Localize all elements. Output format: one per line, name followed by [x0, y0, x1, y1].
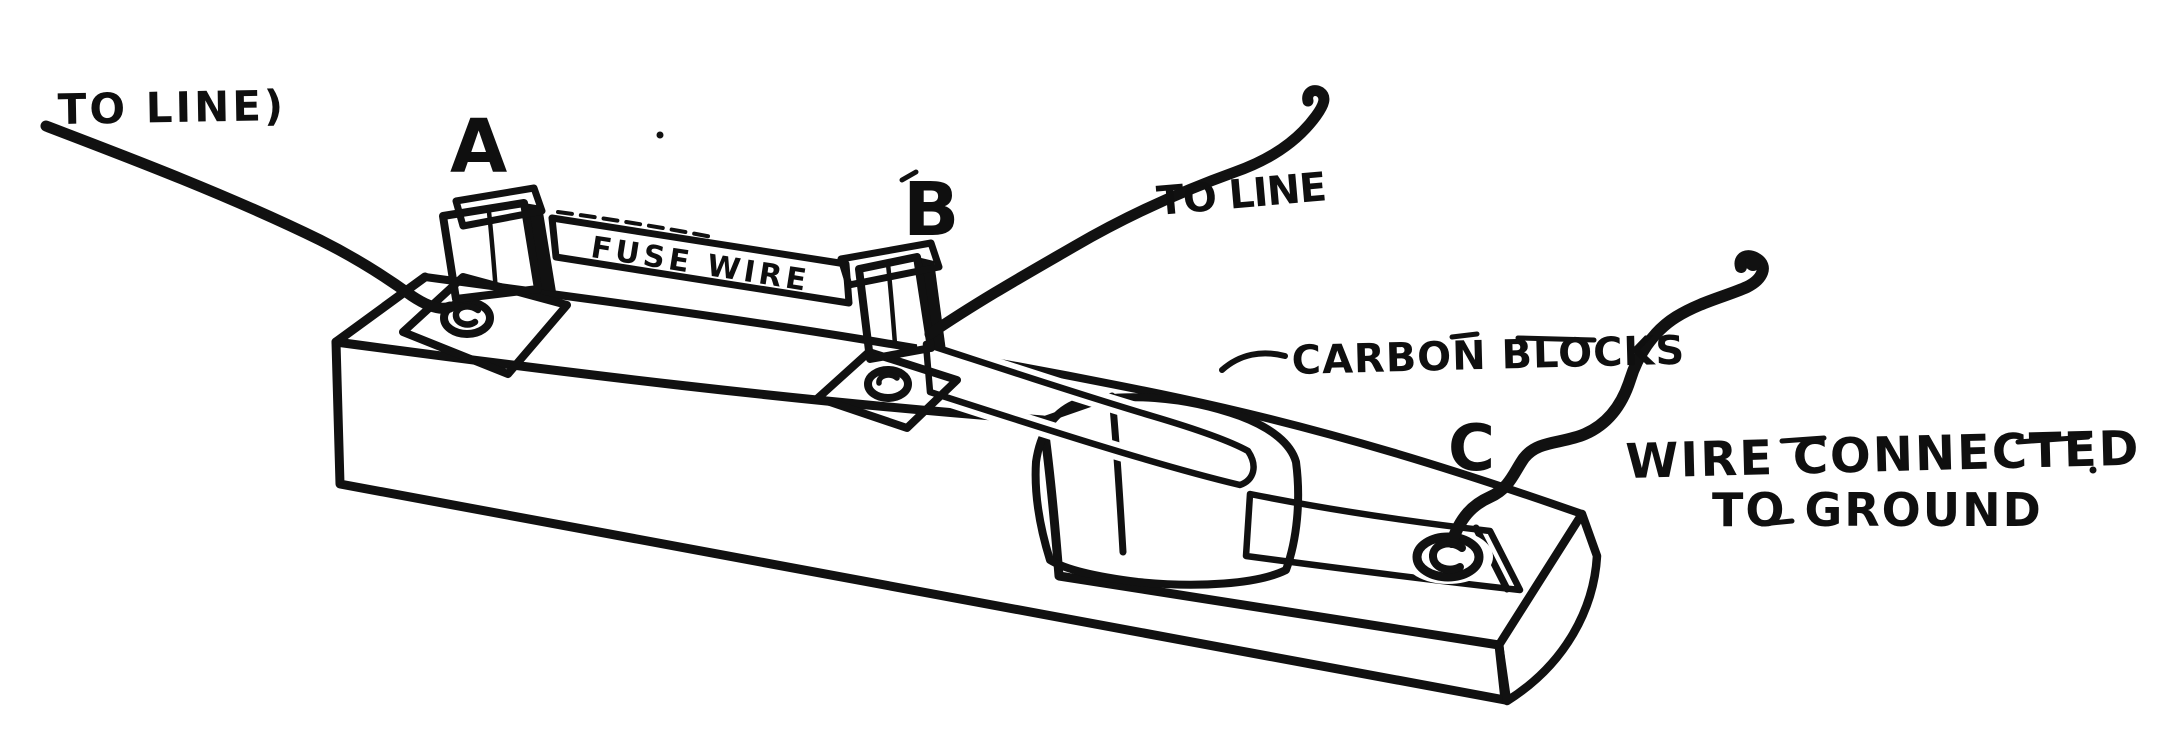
label-to-line-left: TO LINE)	[57, 81, 286, 134]
clip-a-dark-side	[524, 203, 556, 292]
labels: TO LINE) A B TO LINE CARBON BLOCKS C WIR…	[57, 81, 2141, 537]
clip-a-plate	[399, 273, 571, 378]
line-wire-left	[40, 120, 456, 314]
ink-dash-3	[1779, 435, 1827, 444]
fuse-clip-b	[814, 85, 1330, 432]
ink-dash-4	[2015, 434, 2091, 445]
screw-a	[440, 298, 494, 338]
base-front-face	[331, 337, 1510, 705]
strap-casing	[917, 335, 1263, 494]
label-carbon-blocks: CARBON BLOCKS	[1291, 328, 1686, 384]
fuse-clip-a	[40, 120, 571, 378]
base-left-top-edge	[331, 272, 430, 347]
ground-wire-group	[1446, 250, 1769, 548]
clip-a-upright	[439, 199, 542, 303]
strap-band	[922, 340, 1257, 489]
label-to-line-right: TO LINE	[1155, 164, 1328, 225]
base-back-edge	[421, 273, 1586, 518]
screw-b-head	[864, 366, 912, 402]
clip-b-fold-line	[885, 261, 898, 347]
carbon-highlight-2	[1233, 427, 1273, 455]
label-ground-note-line2: TO GROUND	[1712, 483, 2043, 537]
clip-b-upright	[855, 253, 935, 363]
ink-dash-5	[1759, 518, 1795, 527]
screw-a-slot	[452, 303, 482, 328]
label-post-a: A	[450, 104, 507, 190]
line-wire-right	[924, 85, 1330, 340]
ink-speck-2	[2089, 466, 2097, 474]
screw-a-head	[440, 298, 494, 338]
clip-b-strap	[917, 335, 1263, 494]
fuse-strip-band	[548, 214, 853, 307]
screw-b-slot	[876, 372, 900, 386]
ink-dash-2	[1515, 335, 1597, 343]
carbon-blocks-leader	[1219, 350, 1288, 373]
clip-a-top-tab	[452, 184, 546, 230]
ground-strap-band	[1242, 490, 1524, 594]
ink-tick-b	[899, 169, 919, 183]
fuse-strip-rough-line	[556, 210, 714, 239]
ink-dash-1	[1449, 331, 1480, 340]
clip-b-plate	[814, 348, 961, 432]
fuse-strip: FUSE WIRE	[548, 210, 853, 307]
base-end-face	[1494, 509, 1602, 706]
screw-b	[864, 366, 912, 402]
label-post-b: B	[903, 167, 959, 253]
label-ground-note-line1: WIRE CONNECTED	[1625, 421, 2141, 490]
label-post-c: C	[1448, 412, 1495, 486]
clip-b-top-tab	[837, 239, 943, 289]
stray-ink-marks	[656, 131, 2097, 527]
ground-wire	[1446, 250, 1769, 548]
ground-wire-hook-tip	[1745, 255, 1761, 271]
ink-speck-1	[656, 131, 664, 139]
